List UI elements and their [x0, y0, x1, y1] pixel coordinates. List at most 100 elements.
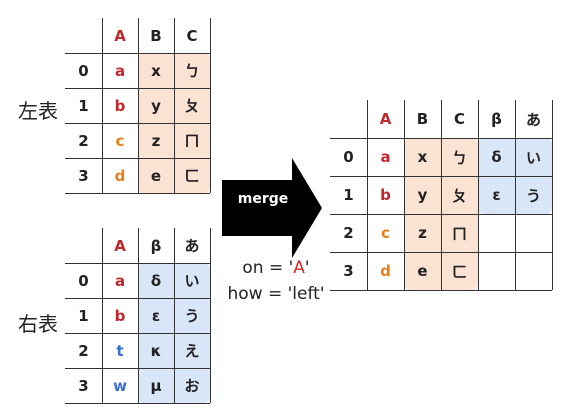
grid-line-horizontal — [330, 252, 552, 253]
table-cell — [478, 252, 515, 290]
table-cell: μ — [150, 376, 162, 395]
row-index: 0 — [78, 271, 89, 290]
table-cell: ㄅ — [184, 62, 200, 80]
row-index: 1 — [78, 96, 89, 115]
grid-line-horizontal — [65, 53, 210, 54]
column-header: C — [453, 110, 465, 128]
table-cell: お — [184, 377, 200, 395]
left-table-label: 左表 — [18, 99, 58, 123]
merge-arrow-icon — [222, 158, 322, 258]
row-index: 2 — [78, 131, 89, 150]
table-cell: d — [114, 166, 126, 185]
table-cell: x — [417, 148, 428, 166]
column-header: B — [416, 110, 429, 128]
row-index: 3 — [343, 262, 354, 280]
row-index: 1 — [343, 186, 354, 204]
table-cell: e — [150, 166, 162, 185]
row-index: 3 — [78, 166, 89, 185]
table-cell: い — [184, 272, 200, 290]
table-cell: ㄇ — [451, 224, 467, 243]
table-cell: ㄇ — [184, 132, 200, 150]
column-header: A — [114, 26, 126, 45]
table-cell: ㄆ — [184, 97, 200, 115]
on-parameter: on = 'A' — [226, 258, 326, 278]
grid-line-vertical — [138, 228, 139, 403]
table-cell: a — [380, 148, 391, 166]
table-cell — [478, 214, 515, 252]
grid-line-horizontal — [65, 333, 210, 334]
table-cell: c — [381, 224, 390, 242]
table-cell: δ — [491, 148, 502, 166]
grid-line-horizontal — [65, 368, 210, 369]
table-cell: c — [115, 131, 125, 150]
grid-line-vertical — [210, 18, 211, 193]
table-cell: y — [151, 96, 161, 115]
grid-line-horizontal — [65, 263, 210, 264]
how-parameter: how = 'left' — [227, 284, 325, 304]
grid-line-horizontal — [65, 193, 210, 194]
row-index: 2 — [343, 224, 354, 242]
table-cell: b — [114, 96, 126, 115]
table-cell: ㄈ — [451, 262, 467, 281]
on-suffix: ' — [304, 258, 310, 278]
column-header: A — [114, 236, 126, 255]
merge-arrow: merge — [222, 158, 322, 258]
grid-line-vertical — [138, 18, 139, 193]
grid-line-vertical — [552, 100, 553, 290]
grid-line-vertical — [174, 18, 175, 193]
table-cell: い — [525, 148, 541, 167]
grid-line-vertical — [102, 18, 103, 193]
table-cell: b — [114, 306, 126, 325]
table-cell: t — [116, 341, 124, 360]
table-cell: a — [114, 271, 126, 290]
grid-line-horizontal — [330, 214, 552, 215]
merge-label: merge — [237, 191, 289, 207]
table-cell: ε — [492, 186, 501, 204]
grid-line-vertical — [102, 228, 103, 403]
grid-line-vertical — [367, 100, 368, 290]
on-prefix: on = ' — [242, 258, 294, 278]
grid-line-horizontal — [330, 138, 552, 139]
grid-line-vertical — [478, 100, 479, 290]
table-cell: z — [151, 131, 161, 150]
grid-line-vertical — [441, 100, 442, 290]
grid-line-horizontal — [65, 158, 210, 159]
grid-line-vertical — [210, 228, 211, 403]
grid-line-horizontal — [65, 298, 210, 299]
table-cell: ㄅ — [451, 148, 467, 167]
table-cell: ㄈ — [184, 167, 200, 185]
table-cell: δ — [150, 271, 162, 290]
table-cell: ㄆ — [451, 186, 467, 205]
row-index: 0 — [78, 61, 89, 80]
column-header: β — [150, 236, 162, 255]
table-cell: ε — [151, 306, 161, 325]
row-index: 2 — [78, 341, 89, 360]
table-cell: z — [418, 224, 427, 242]
column-header: A — [379, 110, 392, 128]
grid-line-horizontal — [330, 176, 552, 177]
table-cell: d — [380, 262, 391, 280]
table-cell: w — [113, 376, 127, 395]
column-header: β — [491, 110, 502, 128]
grid-line-vertical — [174, 228, 175, 403]
grid-line-horizontal — [65, 403, 210, 404]
column-header: C — [186, 26, 198, 45]
grid-line-horizontal — [65, 123, 210, 124]
right-table-label: 右表 — [18, 312, 58, 336]
table-cell: a — [114, 61, 126, 80]
row-index: 0 — [343, 148, 354, 166]
table-cell: う — [184, 307, 200, 325]
column-header: あ — [184, 237, 200, 255]
table-cell: b — [380, 186, 391, 204]
table-cell — [515, 252, 552, 290]
grid-line-vertical — [404, 100, 405, 290]
grid-line-vertical — [515, 100, 516, 290]
table-cell: う — [525, 186, 541, 205]
on-value: A — [293, 258, 305, 278]
table-cell: κ — [150, 341, 162, 360]
column-header: あ — [525, 110, 541, 129]
table-cell: e — [417, 262, 428, 280]
